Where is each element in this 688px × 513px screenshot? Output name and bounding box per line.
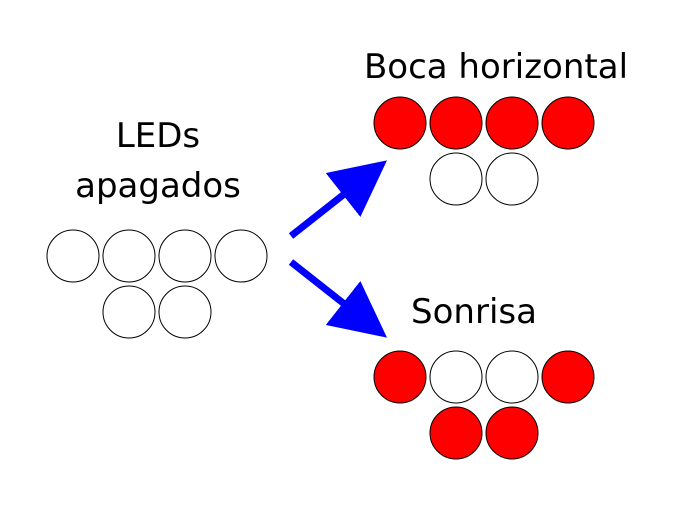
led-on-smile-top-1 [373, 350, 427, 404]
label-smile: Sonrisa [411, 292, 537, 332]
led-off-off-top-4 [214, 229, 268, 283]
led-off-smile-top-2 [429, 350, 483, 404]
led-group-horizontal-mouth [373, 96, 595, 206]
led-off-horizontal-bottom-1 [429, 152, 483, 206]
led-group-off [46, 229, 268, 339]
led-on-horizontal-top-1 [373, 96, 427, 150]
led-off-smile-top-3 [485, 350, 539, 404]
led-on-smile-bottom-1 [429, 406, 483, 460]
led-off-off-bottom-2 [158, 285, 212, 339]
arrow-to-horizontal [288, 160, 387, 239]
led-off-off-top-3 [158, 229, 212, 283]
led-off-off-bottom-1 [102, 285, 156, 339]
led-on-horizontal-top-2 [429, 96, 483, 150]
led-on-smile-bottom-2 [485, 406, 539, 460]
led-on-smile-top-4 [541, 350, 595, 404]
led-group-smile [373, 350, 595, 460]
label-horizontal-mouth: Boca horizontal [364, 47, 628, 87]
led-off-off-top-1 [46, 229, 100, 283]
led-on-horizontal-top-3 [485, 96, 539, 150]
label-leds-off-line1: LEDs [116, 116, 200, 156]
label-leds-off-line2: apagados [75, 166, 241, 206]
led-off-horizontal-bottom-2 [485, 152, 539, 206]
led-on-horizontal-top-4 [541, 96, 595, 150]
led-off-off-top-2 [102, 229, 156, 283]
arrow-to-smile [288, 259, 387, 338]
